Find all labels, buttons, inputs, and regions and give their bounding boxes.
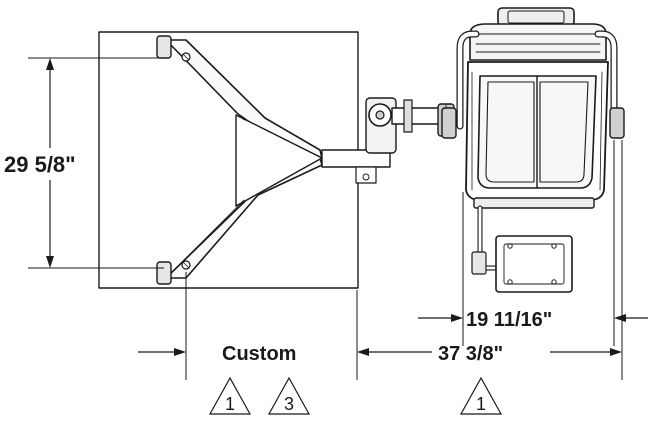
note-number: 3	[284, 394, 294, 414]
overall-width-label: 37 3/8"	[438, 343, 503, 365]
lower-arm	[165, 157, 323, 279]
seat-base	[473, 197, 595, 209]
upper-arm	[165, 39, 323, 159]
custom-dimension-label: Custom	[222, 343, 296, 365]
note-triangle-3: 3	[267, 376, 311, 415]
note-number: 1	[225, 394, 235, 414]
dimension-lines	[28, 57, 648, 380]
pivot-joint	[365, 97, 455, 154]
note-triangle-1: 1	[208, 376, 252, 415]
note-number: 1	[476, 394, 486, 414]
footplate	[495, 235, 573, 293]
chair-width-label: 19 11/16"	[466, 309, 552, 331]
note-triangle-1b: 1	[459, 376, 503, 415]
top-pivot	[156, 35, 172, 59]
bottom-pivot	[156, 261, 172, 285]
chair-plan-view	[441, 7, 625, 293]
base-plate-assembly	[98, 31, 455, 289]
backrest-frame	[469, 23, 607, 61]
triangle-plate	[235, 114, 323, 207]
height-dimension-label: 29 5/8"	[4, 152, 76, 177]
